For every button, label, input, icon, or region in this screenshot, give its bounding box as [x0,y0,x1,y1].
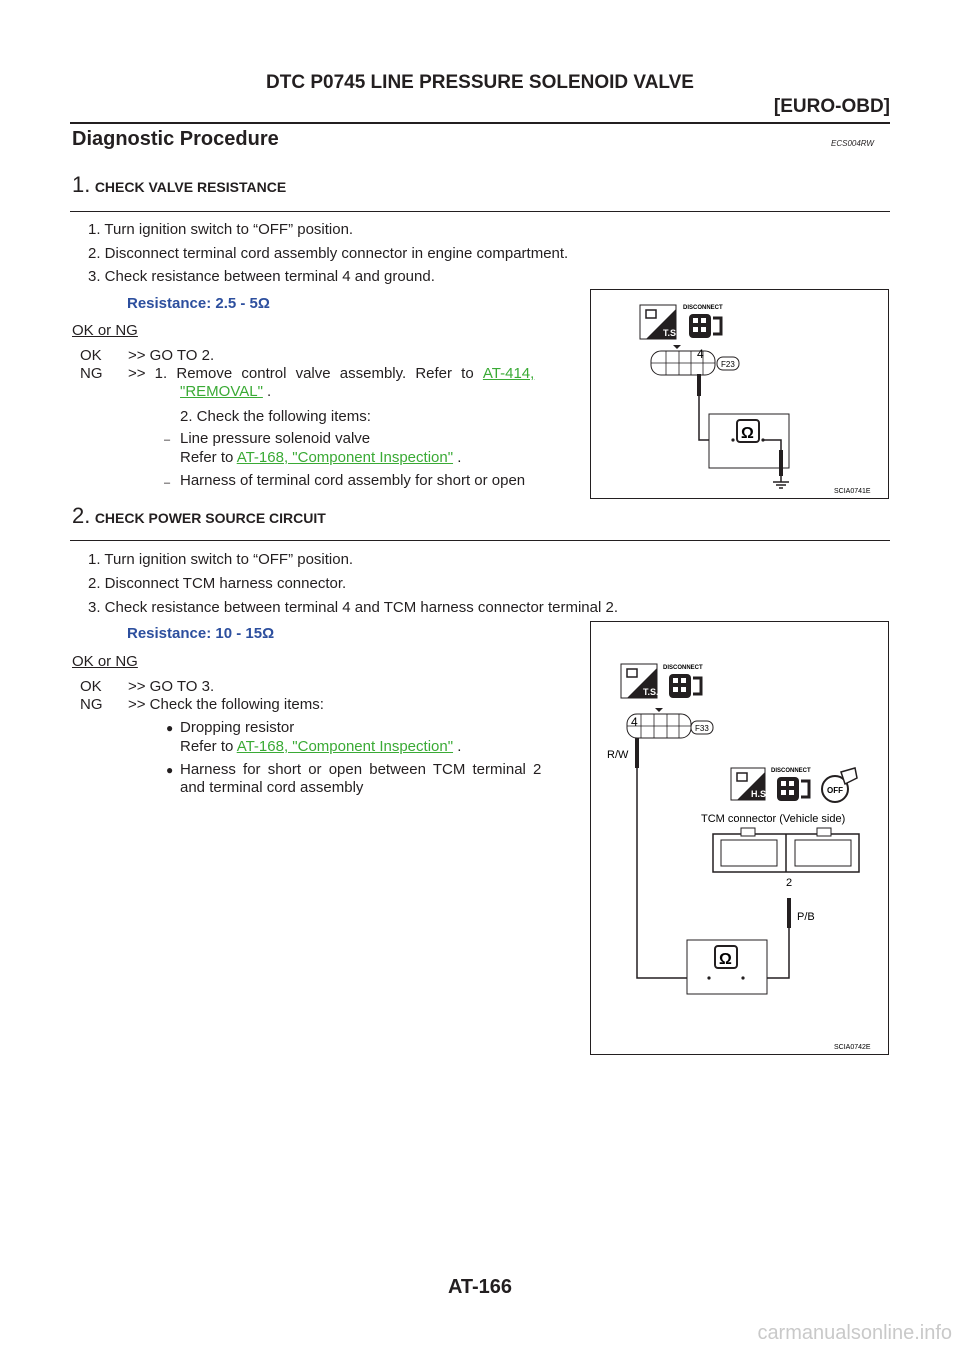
step1-ng-label: NG [80,365,103,382]
step1-number: 1. [72,172,91,197]
ts-label: T.S. [663,328,679,338]
ohmmeter: Ω [708,413,790,469]
step2-rule [70,540,890,541]
ts-label: T.S. [643,687,659,697]
step2-item-3: 3. Check resistance between terminal 4 a… [88,599,618,616]
step1-bullet1-line2: Refer to AT-168, "Component Inspection" … [180,449,461,466]
ts-icon: T.S. [620,663,659,699]
connector-f33 [626,708,692,739]
diagram1-svg: T.S. DISCONNECT 4 F23 [639,304,871,495]
step1-bullet2: Harness of terminal cord assembly for sh… [180,472,526,489]
step2-ok-text: >> GO TO 3. [128,678,215,695]
watermark: carmanualsonline.info [757,1322,952,1344]
diagram-power-source-circuit: T.S. DISCONNECT 4 F33 R/W [590,621,889,1055]
step1-item-3: 3. Check resistance between terminal 4 a… [88,268,435,285]
step2-spec: Resistance: 10 - 15Ω [127,625,275,642]
tcm-connector-label: TCM connector (Vehicle side) [701,813,845,825]
disconnect-label-2: DISCONNECT [771,768,811,774]
pin-2-label: 2 [786,877,792,889]
step2-ng-label: NG [80,696,103,713]
diagram2-code: SCIA0742E [834,1044,871,1051]
step2-bullet1-after: . [453,738,462,755]
step1-rule [70,211,890,212]
step2-ok-label: OK [80,678,102,695]
wire-color-rw: R/W [607,749,629,761]
step1-spec: Resistance: 2.5 - 5Ω [127,295,270,312]
step1-item-1: 1. Turn ignition switch to “OFF” positio… [88,221,354,238]
link-removal[interactable]: "REMOVAL" [180,383,263,400]
disconnect-icon-2 [777,777,811,801]
step1-title: CHECK VALVE RESISTANCE [94,179,287,195]
step2-bullet1-refer: Refer to [180,738,237,755]
ohmmeter: Ω [686,939,768,995]
connector-id: F23 [721,360,735,369]
step2-title: CHECK POWER SOURCE CIRCUIT [94,510,326,526]
ignition-key-icon: OFF [821,767,858,803]
link-component-inspection-1[interactable]: AT-168, "Component Inspection" [236,449,454,466]
step2-bullet2-line2: and terminal cord assembly [180,779,364,796]
step1-ng-line: >> 1. Remove control valve assembly. Ref… [128,365,582,382]
step2-item-2: 2. Disconnect TCM harness connector. [88,575,347,592]
ohm-symbol: Ω [741,425,754,442]
step2-number: 2. [72,503,91,528]
step2-okng: OK or NG [72,653,138,670]
step1-ng-line2: "REMOVAL" . [180,383,271,400]
step1-bullet2-dash: – [164,477,171,489]
connector-id-badge: F23 [716,356,740,371]
step1-heading: 1. CHECK VALVE RESISTANCE [72,172,286,198]
step2-ng-text: >> Check the following items: [128,696,324,713]
connector-id-badge: F33 [690,720,714,735]
step2-bullet2-line1: Harness for short or open between TCM te… [180,761,542,778]
diagram1-code: SCIA0741E [834,488,871,495]
step1-bullet1-refer: Refer to [180,449,237,466]
disconnect-label: DISCONNECT [683,305,723,311]
step2-bullet1-dot: ● [166,721,174,735]
step2-bullet1-line2: Refer to AT-168, "Component Inspection" … [180,738,461,755]
page-subtitle: [EURO-OBD] [773,96,890,117]
connector-id: F33 [695,724,709,733]
ohm-symbol: Ω [719,951,732,968]
step1-sub2: 2. Check the following items: [180,408,371,425]
link-component-inspection-2[interactable]: AT-168, "Component Inspection" [236,738,454,755]
step1-ok-text: >> GO TO 2. [128,347,215,364]
disconnect-label-1: DISCONNECT [663,665,703,671]
pin-4-label: 4 [697,347,704,361]
disconnect-icon [689,314,723,338]
off-label: OFF [827,786,843,795]
section-code: ECS004RW [831,139,874,148]
step2-bullet1-line1: Dropping resistor [180,719,295,736]
link-at-414[interactable]: AT-414, [482,365,535,382]
disconnect-icon-1 [669,674,703,698]
step1-ok-label: OK [80,347,102,364]
pin-4-label: 4 [631,715,638,729]
ground-symbol [773,476,789,489]
step1-ng-text: >> 1. Remove control valve assembly. Ref… [128,365,483,382]
hs-label: H.S. [751,789,769,799]
connector-f23 [650,345,716,376]
section-title: Diagnostic Procedure [72,128,279,150]
step1-ng-after: . [262,383,272,400]
step1-bullet1-after: . [453,449,462,466]
step2-item-1: 1. Turn ignition switch to “OFF” positio… [88,551,354,568]
tcm-connector [712,827,860,873]
step1-okng: OK or NG [72,322,138,339]
step2-bullet2-dot: ● [166,763,174,777]
wire-color-pb: P/B [797,911,815,923]
diagram2-svg: T.S. DISCONNECT 4 F33 R/W [607,663,871,1051]
step1-item-2: 2. Disconnect terminal cord assembly con… [88,245,569,262]
page-title: DTC P0745 LINE PRESSURE SOLENOID VALVE [266,72,694,93]
ts-icon: T.S. [639,304,679,340]
diagram-valve-resistance: T.S. DISCONNECT 4 F23 [590,289,889,499]
step2-heading: 2. CHECK POWER SOURCE CIRCUIT [72,503,326,529]
hs-icon: H.S. [730,767,769,801]
header-rule [70,122,890,124]
page-number: AT-166 [447,1276,513,1298]
step1-bullet1-dash: – [164,434,171,446]
step1-bullet1-line1: Line pressure solenoid valve [180,430,371,447]
